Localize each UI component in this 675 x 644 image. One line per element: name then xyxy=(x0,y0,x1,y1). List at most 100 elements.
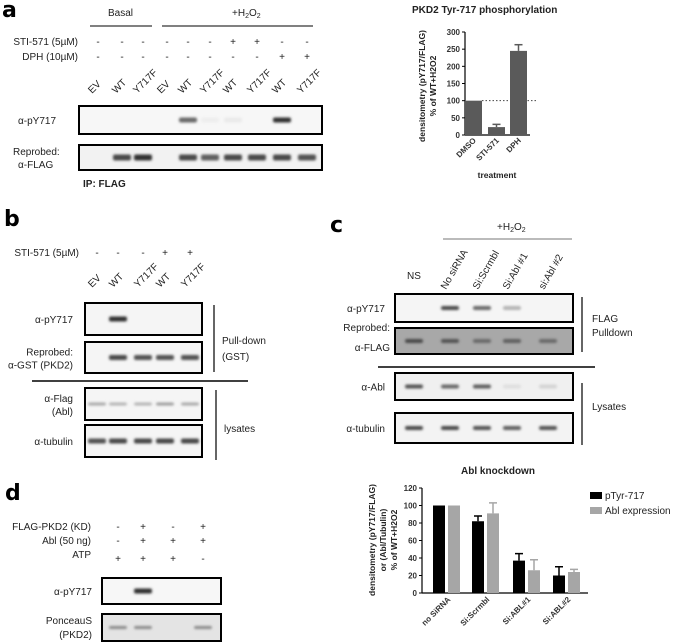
bracket-label: FLAG xyxy=(592,314,618,325)
band xyxy=(298,154,316,161)
treatment-sign: - xyxy=(165,37,168,48)
y-axis-label: % of WT+H2O2 xyxy=(428,55,438,116)
lane-label: Y717F xyxy=(295,68,324,97)
treatment-sign: - xyxy=(141,52,144,63)
lane-label: Y717F xyxy=(179,262,208,291)
treatment-sign: - xyxy=(116,522,119,533)
band xyxy=(473,384,491,389)
y-tick-label: 100 xyxy=(404,502,418,511)
blot-label: α-pY717 xyxy=(347,304,385,315)
band xyxy=(156,402,174,406)
lane-label: WT xyxy=(107,271,126,290)
band xyxy=(539,384,557,389)
lane-label: No siRNA xyxy=(439,248,471,292)
x-axis-label: treatment xyxy=(478,170,517,180)
band xyxy=(181,355,199,360)
blot-label: (PKD2) xyxy=(59,630,92,641)
bar-abl-expression xyxy=(568,572,580,593)
bar-dph xyxy=(510,50,527,136)
band xyxy=(503,426,521,430)
band xyxy=(134,154,152,161)
lane-label: WT xyxy=(110,77,129,96)
treatment-sign: - xyxy=(231,52,234,63)
group-label-basal: Basal xyxy=(108,8,133,19)
y-axis-label: densitometry (pY717/FLAG) xyxy=(367,484,377,596)
treatment-sign: + xyxy=(200,522,206,533)
band xyxy=(109,626,127,629)
band xyxy=(224,117,242,123)
band xyxy=(503,306,521,310)
band xyxy=(503,339,521,343)
treatment-row-label: Abl (50 ng) xyxy=(42,536,91,547)
panel-letter-c: c xyxy=(330,213,343,238)
bar-dmso xyxy=(465,100,482,135)
band xyxy=(134,438,152,444)
legend-label: Abl expression xyxy=(605,506,671,517)
treatment-sign: + xyxy=(140,522,146,533)
blot-label: α-tubulin xyxy=(346,424,385,435)
chart-title: PKD2 Tyr-717 phosphorylation xyxy=(412,5,557,16)
treatment-sign: + xyxy=(200,536,206,547)
bar-ptyr717 xyxy=(433,505,445,593)
treatment-sign: - xyxy=(208,52,211,63)
treatment-sign: - xyxy=(186,52,189,63)
band xyxy=(441,306,459,310)
treatment-sign: + xyxy=(254,37,260,48)
x-tick-label: STI-571 xyxy=(474,136,501,163)
band xyxy=(405,426,423,430)
treatment-sign: + xyxy=(140,554,146,565)
lane-label: Si:Scrmbl xyxy=(471,249,502,292)
bar-ptyr717 xyxy=(472,521,484,593)
lane-label: EV xyxy=(86,79,103,96)
treatment-sign: - xyxy=(96,52,99,63)
band xyxy=(473,339,491,343)
band xyxy=(273,117,291,123)
lane-label: si:Abl #2 xyxy=(537,252,566,291)
lane-label: EV xyxy=(155,79,172,96)
y-axis-label: densitometry (pY717/FLAG) xyxy=(417,30,427,142)
y-tick-label: 40 xyxy=(408,554,417,563)
blot-label: Reprobed: xyxy=(13,147,60,158)
bar-abl-expression xyxy=(528,570,540,593)
treatment-sign: - xyxy=(165,52,168,63)
lane-label: WT xyxy=(221,77,240,96)
lane-label: EV xyxy=(86,273,103,290)
treatment-sign: - xyxy=(95,248,98,259)
blot-label: α-pY717 xyxy=(35,315,73,326)
y-tick-label: 200 xyxy=(447,62,461,71)
legend-label: pTyr-717 xyxy=(605,491,645,502)
bracket-label: Lysates xyxy=(592,402,626,413)
band xyxy=(441,339,459,343)
blot-label: α-GST (PKD2) xyxy=(8,361,73,372)
band xyxy=(224,154,242,161)
y-tick-label: 250 xyxy=(447,45,461,54)
bar-ptyr717 xyxy=(553,575,565,593)
treatment-sign: + xyxy=(140,536,146,547)
treatment-sign: - xyxy=(208,37,211,48)
band xyxy=(194,626,212,629)
y-tick-label: 0 xyxy=(413,589,418,598)
x-tick-label: Si:ABL#2 xyxy=(541,595,573,627)
x-tick-label: Si:Scrmbl xyxy=(459,595,492,628)
band xyxy=(473,306,491,310)
band xyxy=(441,426,459,430)
x-tick-label: DPH xyxy=(505,136,523,154)
y-tick-label: 0 xyxy=(456,131,461,140)
bracket-label: (GST) xyxy=(222,352,249,363)
y-tick-label: 150 xyxy=(447,80,461,89)
band xyxy=(441,384,459,389)
treatment-sign: - xyxy=(120,52,123,63)
treatment-sign: - xyxy=(96,37,99,48)
band xyxy=(273,154,291,161)
treatment-sign: + xyxy=(230,37,236,48)
treatment-sign: - xyxy=(171,522,174,533)
treatment-row-label: ATP xyxy=(72,550,91,561)
y-tick-label: 50 xyxy=(451,114,460,123)
y-tick-label: 80 xyxy=(408,519,417,528)
band xyxy=(201,154,219,161)
blot-label: α-tubulin xyxy=(34,437,73,448)
band xyxy=(248,154,266,161)
blot-label: (Abl) xyxy=(52,407,73,418)
blot-label: α-pY717 xyxy=(54,587,92,598)
